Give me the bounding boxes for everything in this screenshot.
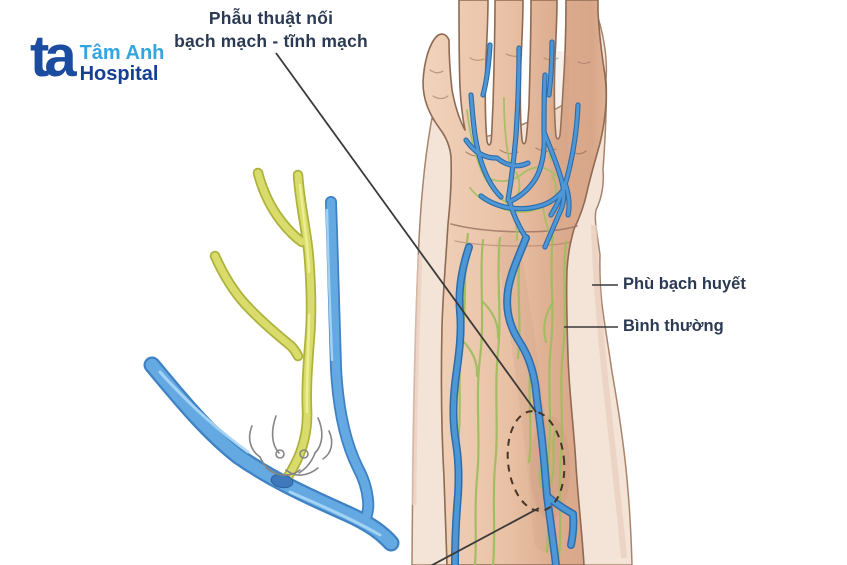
logo-subtitle: Hospital — [79, 63, 159, 85]
suture-threads — [248, 415, 333, 476]
leader-lines — [275, 52, 618, 565]
figure-title-line2: bạch mạch - tĩnh mạch — [174, 31, 368, 51]
arm-illustration — [411, 0, 633, 565]
logo-monogram: ta — [30, 24, 77, 89]
logo-text: Tâm Anh Hospital — [80, 43, 165, 85]
anastomosis-zone-ellipse — [506, 410, 566, 512]
figure-title: Phẫu thuật nối bạch mạch - tĩnh mạch — [140, 7, 402, 53]
inset-vein — [152, 202, 391, 543]
leader-line-title — [275, 52, 537, 413]
hospital-logo: ta Tâm Anh Hospital — [30, 24, 165, 89]
inset-illustration — [152, 173, 391, 543]
label-normal: Bình thường — [623, 317, 724, 335]
logo-brand-name: Tâm Anh — [79, 42, 165, 64]
figure-title-line1: Phẫu thuật nối — [208, 8, 334, 28]
leader-line-bottom — [430, 507, 540, 565]
inset-lymph-vessel — [215, 173, 311, 480]
label-lymphedema: Phù bạch huyết — [623, 275, 746, 293]
